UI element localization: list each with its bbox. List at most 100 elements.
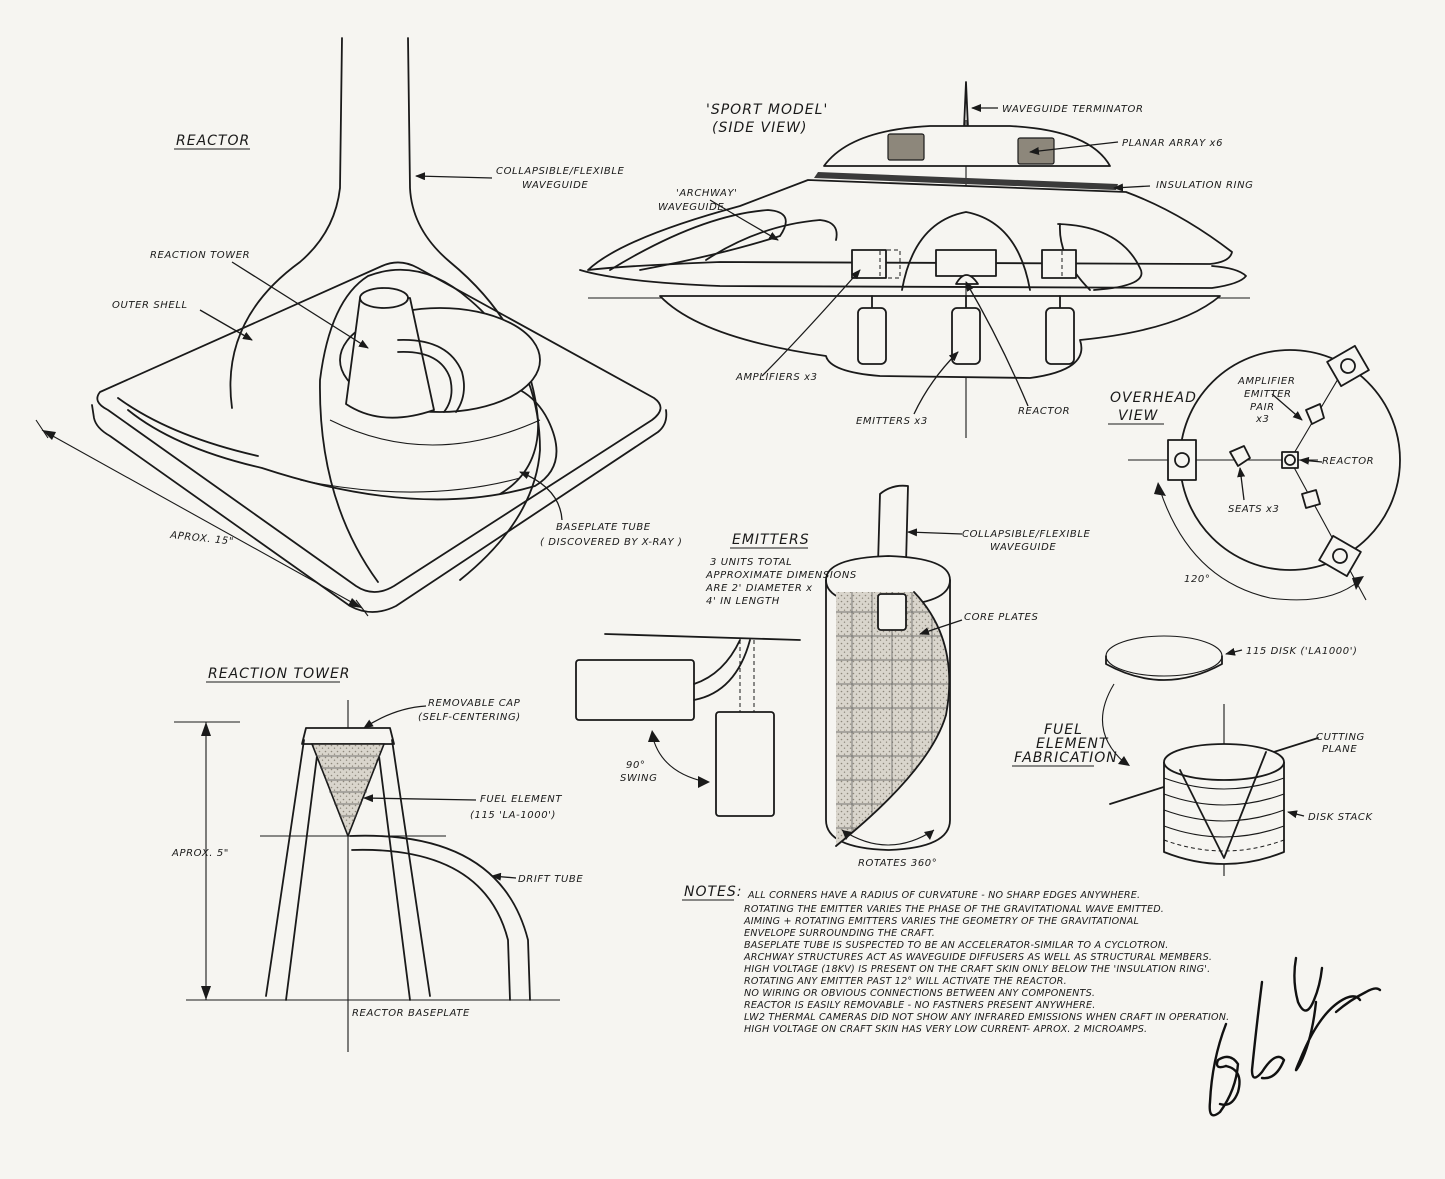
archway-waveguide-label: 'ARCHWAY' [676,188,738,199]
fuel-disk-top [1105,635,1223,677]
fuel-element-label: FUEL ELEMENT [480,794,562,805]
emitter-1 [857,307,887,365]
tower-size-label: APROX. 5" [171,848,229,859]
sport-model-title: 'SPORT MODEL' [706,102,828,118]
planar-array-label: PLANAR ARRAY x6 [1122,138,1223,149]
emitters-title: EMITTERS [732,532,810,548]
emitter-waveguide-label-2: WAVEGUIDE [990,542,1056,553]
note-line: AIMING + ROTATING EMITTERS VARIES THE GE… [743,916,1139,927]
removable-cap [301,727,395,745]
disk-stack [1163,762,1285,865]
waveguide-terminator-label: WAVEGUIDE TERMINATOR [1002,104,1144,115]
swing-box-horizontal [575,659,695,721]
note-line: HIGH VOLTAGE ON CRAFT SKIN HAS VERY LOW … [744,1024,1147,1035]
note-line: LW2 THERMAL CAMERAS DID NOT SHOW ANY INF… [744,1012,1229,1023]
insulation-ring [814,172,1118,190]
removable-cap-label-2: (SELF-CENTERING) [418,712,521,723]
reactor-cutaway [319,268,541,583]
cutting-plane-label: CUTTING [1316,732,1365,743]
reaction-tower-miniature [345,297,435,419]
note-line: REACTOR IS EASILY REMOVABLE - NO FASTNER… [744,1000,1096,1011]
swing-label: 90° [626,760,646,771]
note-line: ENVELOPE SURROUNDING THE CRAFT. [744,928,935,939]
amplifier-2 [935,249,997,277]
archway-waveguide-right [1057,223,1143,291]
amp-emitter-pair-label-4: x3 [1255,414,1269,425]
sport-model-subtitle: (SIDE VIEW) [712,120,807,136]
note-line: BASEPLATE TUBE IS SUSPECTED TO BE AN ACC… [744,940,1168,951]
reactor-title: REACTOR [176,133,250,149]
note-line: ALL CORNERS HAVE A RADIUS OF CURVATURE -… [747,890,1140,901]
disk-stack-label: DISK STACK [1308,812,1373,823]
seats-label: SEATS x3 [1228,504,1280,515]
fuel-title-2: ELEMENT [1036,736,1109,752]
swing-box-vertical [715,711,775,817]
swing-arc [651,733,707,783]
overhead-amplifier-left [1167,439,1197,481]
amplifier-3 [1041,249,1077,279]
notes-block: NOTES: ALL CORNERS HAVE A RADIUS OF CURV… [682,884,1229,1035]
overhead-amplifier-bottom [1318,534,1362,578]
cutting-plane-label-2: PLANE [1322,744,1357,755]
emitter-3 [1045,307,1075,365]
fuel-fabrication-drawing: 115 DISK ('LA1000') FUEL ELEMENT FABRICA… [1012,635,1373,876]
fuel-cut-triangle [1179,751,1267,859]
swing-label-2: SWING [620,773,657,784]
angle-arc [1159,489,1361,601]
overhead-view-drawing: OVERHEAD VIEW AMPLIFIER EMITTER PAIR x3 … [1108,344,1401,601]
emitters-desc-1: 3 UNITS TOTAL [710,557,792,568]
signature [1208,956,1382,1117]
emitters-desc-3: ARE 2' DIAMETER x [705,583,813,594]
reactor-drawing: REACTOR COLLAPSIBLE/FLEXIBLE WAVEGUIDE R… [35,37,683,617]
fuel-element-label-2: (115 'LA-1000') [470,810,556,821]
drift-tube-label: DRIFT TUBE [518,874,583,885]
note-line: HIGH VOLTAGE (18KV) IS PRESENT ON THE CR… [744,964,1210,975]
baseplate-tube [127,389,558,501]
amp-emitter-pair-label-3: PAIR [1250,402,1275,413]
outer-shell-label: OUTER SHELL [112,300,188,311]
archway-waveguide-left [609,209,787,271]
emitters-label: EMITTERS x3 [856,416,928,427]
overhead-title: OVERHEAD [1110,390,1197,406]
seat-3 [1301,489,1321,509]
outer-shell [229,37,343,409]
sport-reactor-label: REACTOR [1018,406,1070,417]
amp-emitter-pair-label: AMPLIFIER [1237,376,1295,387]
reaction-tower-title: REACTION TOWER [208,666,351,682]
removable-cap-label: REMOVABLE CAP [428,698,521,709]
rotate-arc [841,829,935,846]
collapsible-waveguide-label: COLLAPSIBLE/FLEXIBLE [496,166,625,177]
baseplate-tube-label: BASEPLATE TUBE [556,522,651,533]
sport-model-drawing: 'SPORT MODEL' (SIDE VIEW) WAVEGUIDE TERM… [579,81,1253,438]
fuel-title-3: FABRICATION [1014,750,1118,766]
drift-tube [349,834,531,1001]
fuel-process-arrow [1101,683,1127,765]
seat-2 [1305,403,1325,425]
emitter-waveguide [877,484,909,565]
reaction-tower-drawing: REACTION TOWER REMOVABLE CAP (SELF-CENTE… [171,666,583,1052]
reaction-tower-label: REACTION TOWER [150,250,250,261]
emitter-2 [951,307,981,365]
craft-rim [579,265,1247,289]
amp-emitter-pair-label-2: EMITTER [1244,389,1292,400]
emitter-core [877,593,907,631]
archway-waveguide-label-2: WAVEGUIDE [658,202,724,213]
reactor-baseplate [96,261,662,593]
overhead-title-2: VIEW [1118,408,1159,424]
note-line: ROTATING THE EMITTER VARIES THE PHASE OF… [744,904,1164,915]
overhead-amplifier-top [1326,344,1370,388]
note-line: ARCHWAY STRUCTURES ACT AS WAVEGUIDE DIFF… [743,952,1212,963]
planar-array-1 [887,133,925,161]
amplifiers-label: AMPLIFIERS x3 [735,372,818,383]
seat-1 [1229,445,1251,467]
craft-lower-hull [659,295,1221,379]
baseplate-tube-label-2: ( DISCOVERED BY X-RAY ) [540,537,683,548]
collapsible-waveguide-label-2: WAVEGUIDE [522,180,588,191]
fuel-disk-label: 115 DISK ('LA1000') [1246,646,1358,657]
rotates-label: ROTATES 360° [858,858,937,869]
note-line: ROTATING ANY EMITTER PAST 12° WILL ACTIV… [744,976,1067,987]
fuel-title: FUEL [1044,722,1083,738]
emitters-desc-4: 4' IN LENGTH [706,596,780,607]
emitters-drawing: EMITTERS 3 UNITS TOTAL APPROXIMATE DIMEN… [575,484,1090,869]
